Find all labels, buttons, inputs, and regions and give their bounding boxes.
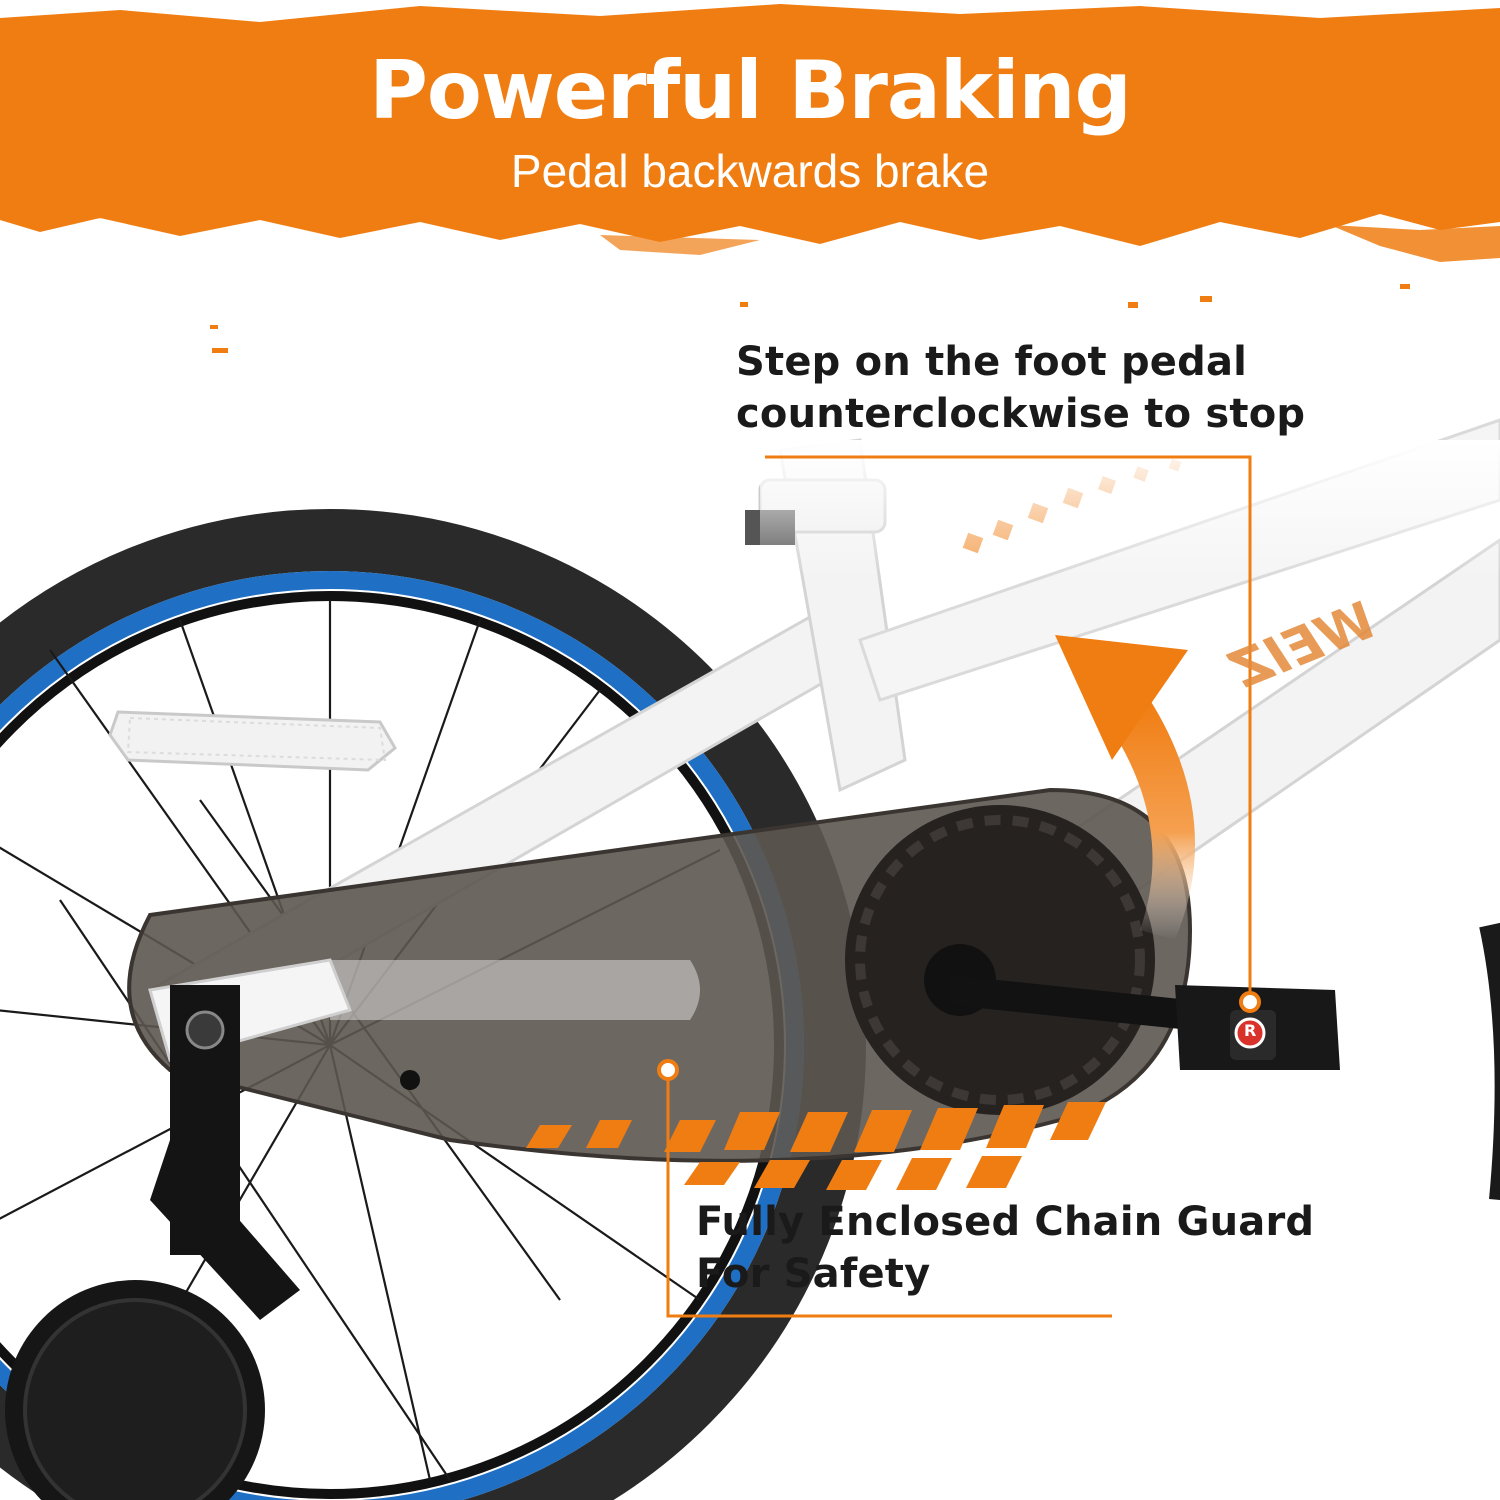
- chain-guard-callout: Fully Enclosed Chain Guard For Safety: [696, 1196, 1314, 1300]
- callout-leaders: [657, 455, 1261, 1318]
- counterclockwise-arrow-icon: [1055, 635, 1195, 940]
- pedal: [1175, 985, 1340, 1070]
- chain-guard-callout-line-2: For Safety: [696, 1251, 931, 1297]
- pedal-callout-line-2: counterclockwise to stop: [736, 391, 1306, 437]
- pedal-callout-line-1: Step on the foot pedal: [736, 339, 1248, 385]
- front-wheel: [1479, 922, 1500, 1200]
- training-wheel-bracket: [5, 958, 420, 1500]
- pedal-reflector: R: [1244, 1021, 1256, 1040]
- chain-guard: [127, 787, 1193, 1190]
- pedal-reflector-letter: R: [1244, 1021, 1257, 1040]
- pedal-callout: Step on the foot pedal counterclockwise …: [736, 336, 1305, 440]
- banner-brush: [0, 4, 1500, 353]
- page-subtitle: Pedal backwards brake: [510, 145, 990, 197]
- page-title: Powerful Braking: [369, 44, 1132, 137]
- chain-guard-callout-line-1: Fully Enclosed Chain Guard: [696, 1199, 1315, 1245]
